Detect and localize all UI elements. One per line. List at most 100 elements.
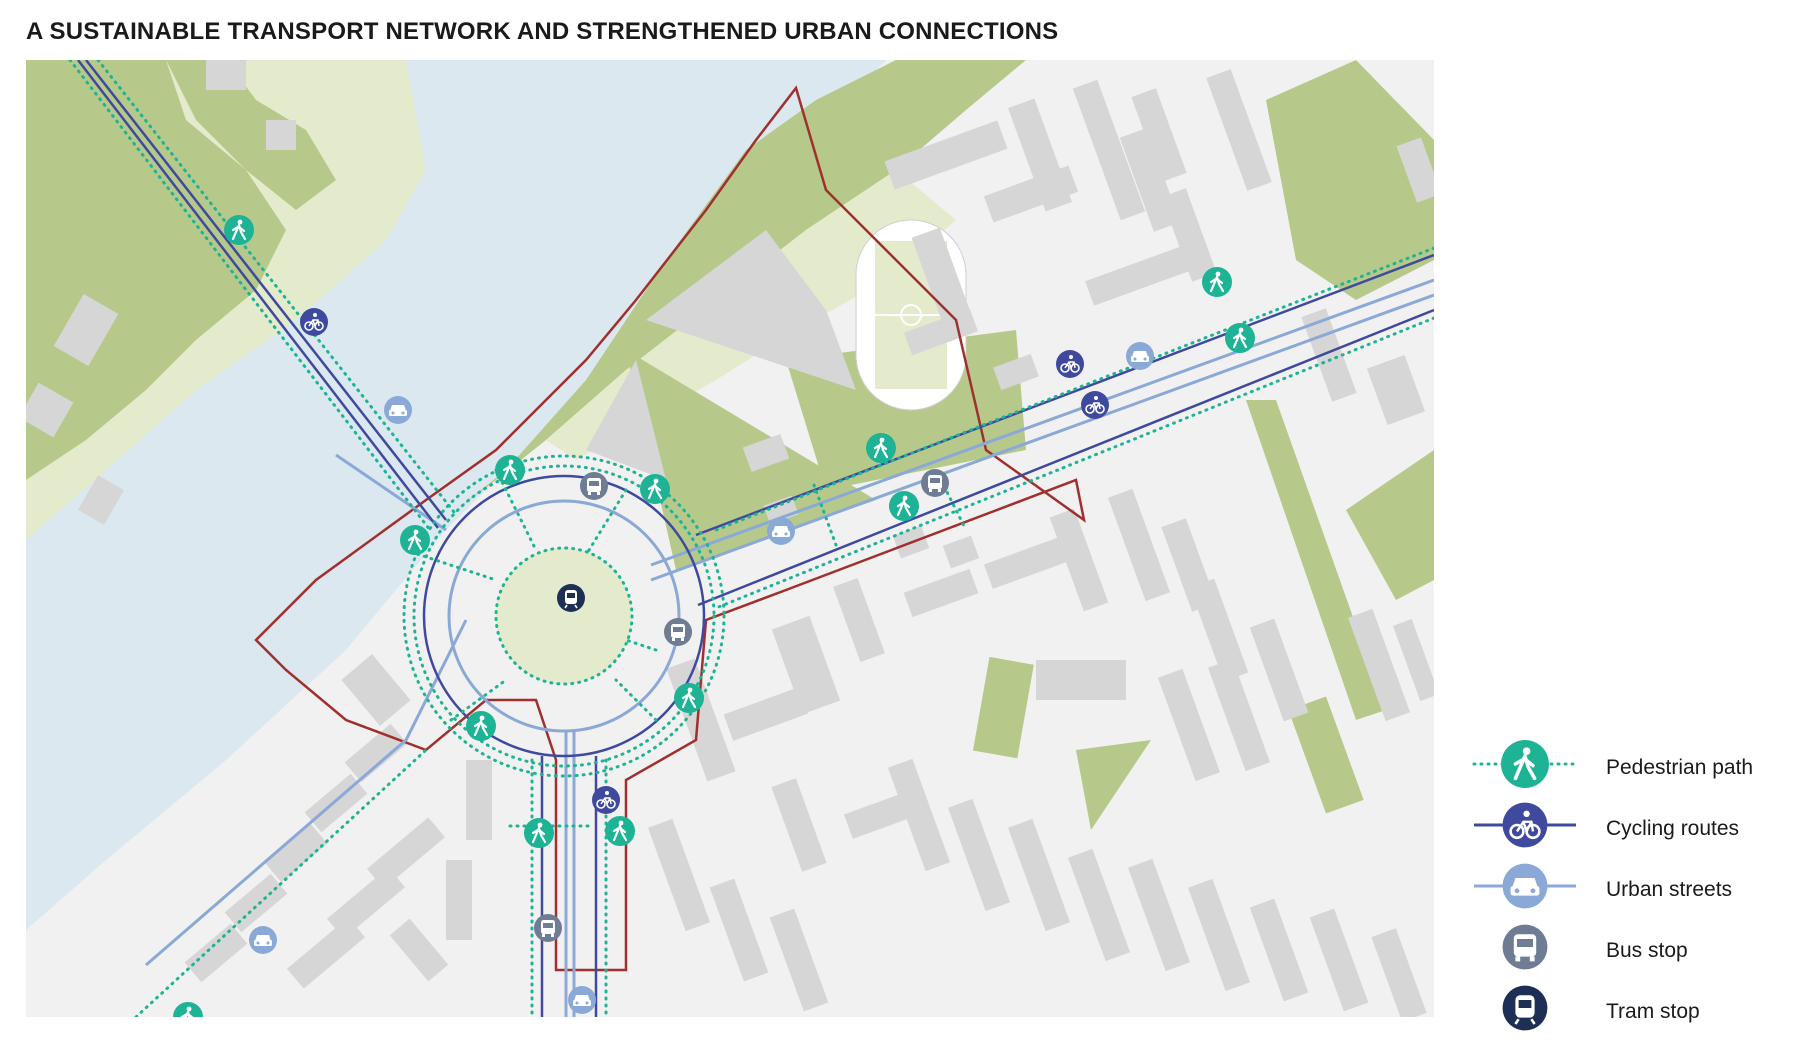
building	[904, 308, 978, 356]
park-block-3	[1288, 696, 1364, 814]
legend-item-urban-streets: Urban streets	[1470, 858, 1780, 919]
building	[1085, 240, 1207, 306]
building	[341, 654, 411, 726]
transport-network-map	[26, 60, 1434, 1017]
building	[224, 873, 288, 933]
building	[1207, 658, 1271, 772]
pedestrian-icon	[1499, 738, 1551, 790]
building	[466, 760, 492, 840]
river	[26, 60, 886, 930]
park-block-2	[1076, 740, 1151, 830]
forest-left-bank	[26, 60, 286, 480]
riverside-park	[456, 60, 1026, 510]
bus-icon	[664, 618, 692, 646]
building	[1309, 908, 1369, 1012]
tram-icon	[556, 583, 586, 613]
bus-icon	[580, 472, 608, 500]
building	[1008, 98, 1072, 212]
pedestrian-icon	[398, 523, 432, 557]
tram-icon	[1501, 984, 1549, 1032]
building	[206, 60, 246, 90]
building	[1127, 858, 1191, 972]
buildings	[26, 60, 1434, 1017]
car-icon	[767, 517, 795, 545]
bus-icon	[1502, 924, 1548, 970]
building	[903, 568, 979, 618]
legend-item-pedestrian: Pedestrian path	[1470, 736, 1780, 797]
building	[769, 908, 829, 1012]
car-icon	[568, 986, 596, 1014]
car-icon	[249, 926, 277, 954]
building	[1371, 928, 1427, 1017]
building	[389, 918, 449, 982]
pedestrian-icon	[672, 681, 706, 715]
building	[1007, 818, 1071, 932]
pedestrian-icon	[222, 213, 256, 247]
building	[1049, 508, 1109, 612]
building	[887, 758, 951, 872]
pedestrian-paths	[68, 60, 1434, 1017]
building	[1036, 660, 1096, 700]
pedestrian-icon	[522, 816, 556, 850]
building	[942, 535, 980, 569]
bus-icon	[534, 914, 562, 942]
pedestrian-icon	[603, 814, 637, 848]
pedestrian-icon	[638, 472, 672, 506]
building	[911, 227, 971, 323]
bus-icon	[921, 469, 949, 497]
building	[742, 433, 790, 473]
building	[287, 917, 365, 989]
park-top-right	[1266, 60, 1434, 300]
legend-label-bus-stop: Bus stop	[1606, 939, 1688, 962]
legend-label-cycling: Cycling routes	[1606, 817, 1740, 840]
building	[266, 120, 296, 150]
map-title: A SUSTAINABLE TRANSPORT NETWORK AND STRE…	[26, 18, 1059, 45]
building	[1187, 878, 1251, 992]
pedestrian-icon	[464, 709, 498, 743]
building	[1072, 79, 1146, 221]
legend-label-pedestrian: Pedestrian path	[1606, 756, 1754, 779]
building	[947, 798, 1011, 912]
building	[771, 615, 841, 715]
building	[1157, 668, 1221, 782]
legend-item-cycling: Cycling routes	[1470, 797, 1780, 858]
car-icon	[1126, 342, 1154, 370]
building	[983, 537, 1069, 589]
cycling-routes	[77, 60, 1434, 1017]
car-icon	[384, 396, 412, 424]
building	[78, 475, 124, 525]
plaza-grey-2	[586, 360, 666, 480]
building	[1347, 608, 1411, 722]
building	[446, 860, 472, 940]
building	[53, 294, 119, 366]
pedestrian-icon	[493, 453, 527, 487]
building	[993, 353, 1039, 391]
pedestrian-icon	[1223, 321, 1257, 355]
building	[1189, 578, 1249, 682]
park-strip-right	[1246, 400, 1386, 720]
bicycle-icon	[1055, 349, 1085, 379]
legend-label-urban-streets: Urban streets	[1606, 878, 1733, 901]
building	[1301, 308, 1357, 402]
park-triangle-right	[1346, 450, 1434, 600]
map-legend: Pedestrian path Cycling routes Urban str…	[1470, 736, 1780, 1041]
building	[771, 778, 827, 872]
building	[723, 687, 809, 741]
building	[1396, 137, 1434, 203]
bicycle-icon	[1080, 390, 1110, 420]
bicycle-icon	[1501, 801, 1549, 849]
legend-item-bus-stop: Bus stop	[1470, 919, 1780, 980]
forest-patch	[166, 60, 336, 210]
building	[884, 120, 1008, 190]
building	[1249, 618, 1309, 722]
building	[1096, 660, 1126, 700]
building	[1392, 618, 1434, 702]
building	[184, 923, 248, 983]
building	[763, 495, 799, 525]
building	[1366, 354, 1426, 426]
plaza-grey	[646, 230, 856, 390]
pedestrian-icon	[1200, 265, 1234, 299]
building	[264, 823, 328, 883]
building	[1107, 488, 1171, 602]
pedestrian-icon	[887, 489, 921, 523]
